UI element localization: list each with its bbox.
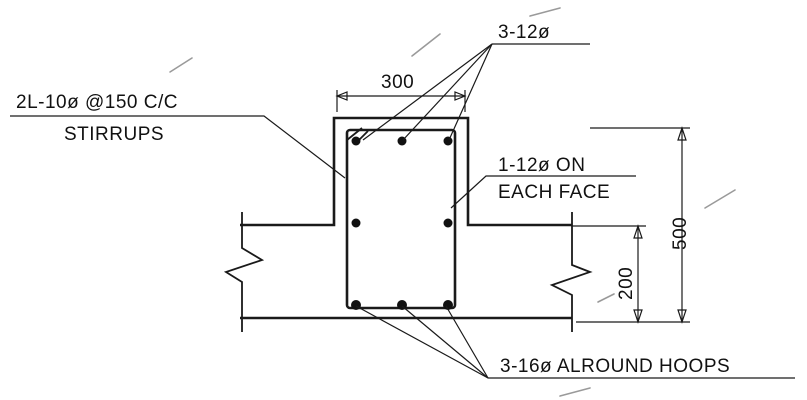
side-bars-leader (450, 175, 636, 209)
side-rebar (351, 218, 361, 228)
top-rebar (351, 136, 361, 146)
bottom-rebar (443, 300, 453, 310)
pencil-mark (411, 33, 441, 57)
side-bars-label-line1: 1-12ø ON (498, 155, 585, 176)
pencil-mark (704, 189, 736, 209)
slab-outline (223, 116, 593, 332)
stirrups-label-line1: 2L-10ø @150 C/C (16, 92, 178, 113)
side-rebar (443, 218, 453, 228)
pencil-mark (529, 7, 561, 17)
stirrups-label-line2: STIRRUPS (64, 124, 164, 145)
side-bars-label-line2: EACH FACE (498, 182, 610, 203)
slab-dimension (572, 224, 646, 324)
stirrups-leader (10, 115, 346, 179)
bottom-bars-leader (355, 305, 795, 379)
top-bars-label: 3-12ø (498, 22, 550, 43)
bottom-bars-label: 3-16ø ALROUND HOOPS (500, 356, 730, 377)
rebar-group (351, 136, 453, 310)
depth-dimension (576, 126, 690, 324)
depth-dimension-label: 500 (670, 217, 691, 250)
width-dimension-label: 300 (381, 72, 414, 93)
pencil-mark (169, 57, 193, 73)
pencil-mark (559, 387, 591, 397)
stirrup-hoop (345, 127, 457, 310)
top-rebar (443, 136, 453, 146)
pencil-mark (597, 293, 615, 303)
top-bars-leader (362, 43, 590, 141)
slab-dimension-label: 200 (616, 267, 637, 300)
